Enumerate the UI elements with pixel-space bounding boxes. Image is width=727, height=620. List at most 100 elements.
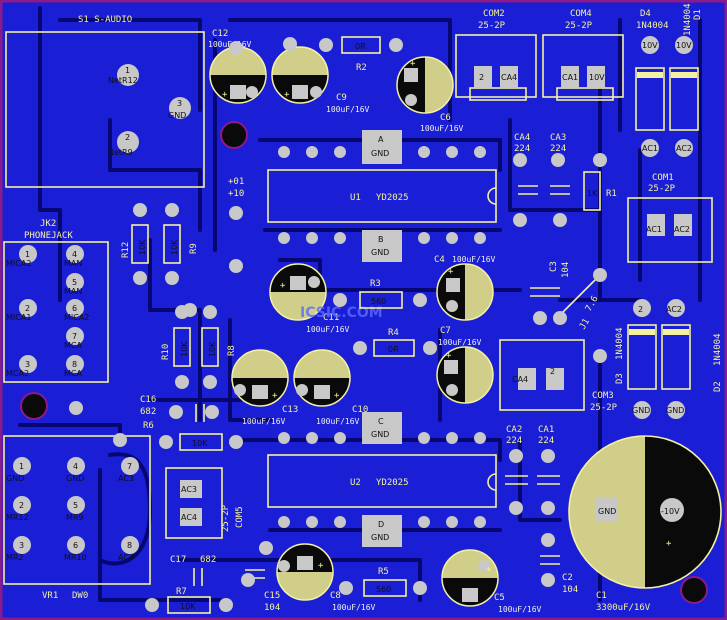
- svg-text:100uF/16V: 100uF/16V: [452, 255, 496, 264]
- c6-capacitor: + C6 100uF/16V: [396, 56, 464, 133]
- svg-text:GND: GND: [598, 507, 616, 516]
- c4-capacitor: C4 100uF/16V +: [434, 255, 496, 321]
- svg-text:104: 104: [264, 603, 280, 613]
- mounting-hole: [680, 576, 708, 604]
- svg-text:C5: C5: [494, 593, 505, 603]
- d4-diode: D4 1N4004 10V AC1: [635, 9, 669, 157]
- svg-text:10V: 10V: [676, 41, 692, 50]
- svg-text:2: 2: [25, 304, 30, 313]
- svg-text:GND: GND: [371, 248, 389, 257]
- svg-text:C9: C9: [336, 93, 347, 103]
- svg-text:AC3: AC3: [181, 485, 197, 494]
- svg-text:J1: J1: [578, 317, 592, 331]
- svg-text:R5: R5: [378, 567, 389, 577]
- svg-text:10K: 10K: [180, 341, 189, 357]
- svg-text:7: 7: [127, 462, 132, 471]
- svg-text:AC2: AC2: [674, 225, 690, 234]
- svg-text:25-2P: 25-2P: [565, 21, 593, 31]
- svg-text:+: +: [446, 351, 452, 361]
- svg-text:682: 682: [200, 555, 216, 565]
- svg-text:-10V: -10V: [661, 507, 680, 516]
- c2-capacitor: C2 104: [540, 555, 578, 595]
- svg-text:AC2: AC2: [676, 144, 692, 153]
- ca1-capacitor: CA1 224: [537, 425, 560, 485]
- svg-text:5: 5: [72, 278, 77, 287]
- svg-text:MCA: MCA: [64, 369, 82, 378]
- svg-text:CA4: CA4: [501, 73, 517, 82]
- u1-ic: A GND U1 YD2025: [267, 130, 497, 223]
- svg-text:+: +: [448, 267, 454, 277]
- svg-text:C11: C11: [323, 313, 339, 323]
- svg-text:100uF/16V: 100uF/16V: [242, 417, 286, 426]
- svg-text:COM5: COM5: [235, 506, 245, 528]
- com5-connector: AC3 AC4 COM5 25-2P: [165, 467, 245, 539]
- svg-text:R8: R8: [227, 345, 237, 356]
- ca4-capacitor: CA4 224: [514, 133, 538, 195]
- svg-text:3: 3: [177, 99, 182, 108]
- trace-layer: [18, 6, 702, 602]
- svg-text:100uF/16V: 100uF/16V: [208, 40, 252, 49]
- svg-text:C13: C13: [282, 405, 298, 415]
- svg-text:GND: GND: [666, 406, 684, 415]
- svg-text:AC1: AC1: [646, 225, 662, 234]
- svg-text:AC4: AC4: [181, 513, 197, 522]
- svg-text:1K: 1K: [587, 189, 598, 198]
- svg-text:GND: GND: [371, 430, 389, 439]
- svg-text:U1: U1: [350, 193, 361, 203]
- mounting-hole: [220, 121, 248, 149]
- svg-text:+: +: [284, 90, 290, 100]
- svg-text:682: 682: [140, 407, 156, 417]
- svg-text:CA1: CA1: [562, 73, 578, 82]
- svg-text:0R: 0R: [355, 42, 366, 51]
- plus01-label: +01: [228, 177, 244, 187]
- svg-text:8: 8: [127, 541, 132, 550]
- r5-resistor: R5 560: [339, 567, 427, 597]
- svg-text:GND: GND: [6, 474, 24, 483]
- svg-text:2: 2: [19, 501, 24, 510]
- svg-text:25-2P: 25-2P: [648, 184, 676, 194]
- com3-connector: CA4 2 COM3 25-2P: [499, 339, 618, 413]
- c10-capacitor: + C10 100uF/16V: [293, 349, 368, 426]
- r4-resistor: R4 0R: [353, 328, 437, 357]
- s1-pad-1: [117, 64, 139, 86]
- u2-ic: C GND U2 YD2025 D GND: [267, 412, 497, 547]
- svg-text:100uF/16V: 100uF/16V: [326, 105, 370, 114]
- svg-text:4: 4: [73, 462, 78, 471]
- svg-text:25-2P: 25-2P: [478, 21, 506, 31]
- svg-text:104: 104: [562, 585, 578, 595]
- svg-text:1N4004: 1N4004: [636, 21, 669, 31]
- svg-text:10K: 10K: [138, 239, 147, 255]
- c5-capacitor: + C5 100uF/16V: [441, 549, 542, 614]
- svg-text:R1: R1: [606, 189, 617, 199]
- svg-text:224: 224: [514, 144, 530, 154]
- svg-text:+: +: [486, 565, 492, 575]
- svg-text:CA1: CA1: [538, 425, 554, 435]
- svg-text:5: 5: [73, 501, 78, 510]
- svg-text:+: +: [666, 539, 672, 549]
- svg-text:GND: GND: [66, 474, 84, 483]
- r6-resistor: R6 10K: [143, 421, 243, 451]
- svg-text:DW0: DW0: [72, 591, 88, 601]
- svg-text:25-2P: 25-2P: [590, 403, 618, 413]
- svg-text:MICA2: MICA2: [6, 259, 31, 268]
- c7-capacitor: C7 100uF/16V +: [436, 326, 494, 404]
- c1-capacitor: GND -10V + C1 3300uF/16V: [568, 435, 722, 613]
- d2-diode: AC2 GND D2 1N4004: [661, 299, 723, 419]
- svg-text:0R: 0R: [388, 345, 399, 354]
- svg-text:3300uF/16V: 3300uF/16V: [596, 603, 651, 613]
- svg-text:VR1: VR1: [42, 591, 58, 601]
- svg-text:D4: D4: [640, 9, 651, 19]
- svg-text:GND: GND: [168, 111, 186, 120]
- d3-diode: 2 GND D3 1N4004: [615, 299, 657, 419]
- svg-text:100uF/16V: 100uF/16V: [306, 325, 350, 334]
- svg-text:NetR12: NetR12: [108, 76, 138, 85]
- c16-capacitor: C16 682: [140, 395, 205, 422]
- svg-text:C10: C10: [352, 405, 368, 415]
- svg-text:8: 8: [72, 360, 77, 369]
- svg-text:MAN: MAN: [64, 287, 82, 296]
- svg-text:100uF/16V: 100uF/16V: [332, 603, 376, 612]
- svg-text:R12: R12: [121, 242, 131, 258]
- svg-text:R2: R2: [356, 63, 367, 73]
- c13-capacitor: + C13 100uF/16V: [231, 349, 298, 426]
